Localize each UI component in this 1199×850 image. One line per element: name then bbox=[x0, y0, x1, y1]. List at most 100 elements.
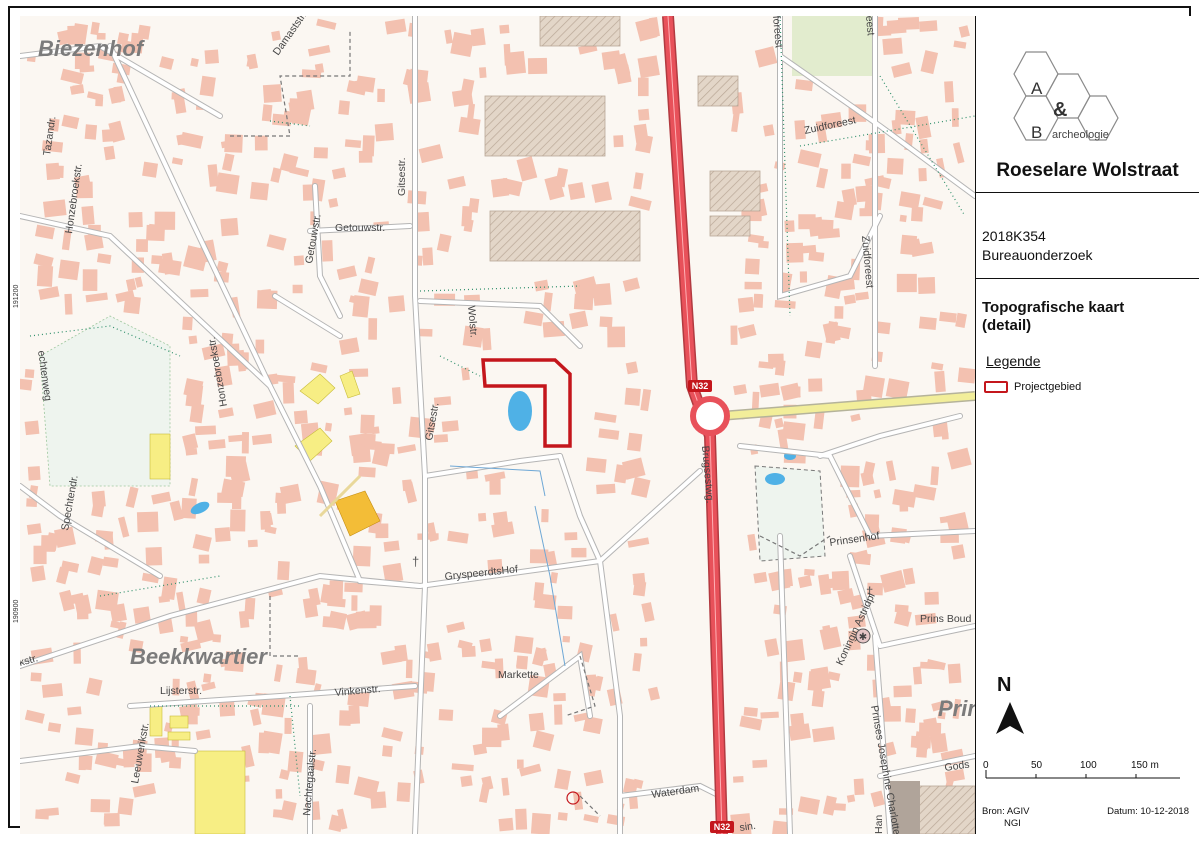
building bbox=[592, 283, 612, 306]
building bbox=[339, 337, 360, 355]
building bbox=[24, 709, 45, 724]
building bbox=[78, 755, 86, 771]
building bbox=[478, 67, 487, 79]
building bbox=[264, 525, 277, 535]
building bbox=[624, 387, 641, 406]
building bbox=[214, 527, 231, 543]
building bbox=[544, 175, 565, 201]
map-title-line2: (detail) bbox=[982, 317, 1032, 334]
building bbox=[418, 144, 444, 164]
building bbox=[549, 572, 559, 584]
building bbox=[47, 722, 62, 733]
building bbox=[733, 384, 747, 396]
building bbox=[231, 494, 242, 510]
building bbox=[542, 292, 553, 312]
coordinate-ticks: 61800 62100 62400 191200 190900 bbox=[13, 285, 20, 623]
building bbox=[115, 606, 125, 619]
street-label-foreest-2: eest bbox=[863, 16, 877, 36]
building bbox=[918, 167, 927, 182]
building bbox=[892, 489, 917, 508]
building bbox=[307, 44, 331, 57]
topographic-map[interactable]: ✱ † † Biezenhof Beekkwartier Prin Damast… bbox=[20, 16, 976, 834]
legend-item-label: Projectgebied bbox=[1014, 381, 1082, 393]
panel-divider-1 bbox=[976, 192, 1199, 193]
building bbox=[516, 156, 538, 182]
building bbox=[633, 172, 644, 190]
building bbox=[33, 253, 54, 269]
building bbox=[193, 619, 216, 644]
building bbox=[76, 181, 93, 199]
building bbox=[451, 763, 474, 772]
building bbox=[351, 595, 358, 611]
building bbox=[917, 277, 936, 294]
map-symbols: ✱ † † bbox=[412, 554, 873, 805]
project-title: Roeselare Wolstraat bbox=[996, 160, 1179, 181]
building bbox=[41, 683, 63, 698]
building bbox=[344, 582, 363, 593]
street-label-foreest-1: foreest bbox=[770, 16, 785, 48]
street-label-tazandr: Tazandr. bbox=[41, 115, 58, 156]
building bbox=[283, 110, 305, 124]
building bbox=[128, 639, 144, 654]
main-road-n32[interactable] bbox=[662, 16, 730, 834]
building bbox=[284, 717, 292, 734]
building bbox=[48, 118, 60, 132]
building bbox=[250, 708, 262, 726]
building bbox=[292, 284, 303, 294]
building bbox=[638, 77, 649, 97]
building bbox=[24, 420, 40, 436]
building bbox=[261, 512, 274, 527]
building bbox=[338, 100, 350, 116]
building bbox=[396, 782, 411, 803]
building bbox=[885, 378, 910, 400]
building bbox=[501, 777, 510, 796]
building bbox=[760, 711, 779, 719]
building bbox=[57, 29, 75, 46]
building bbox=[190, 57, 199, 67]
building bbox=[463, 218, 474, 233]
building bbox=[90, 799, 111, 813]
street-label-zuidforeest-2: Zuidforeest bbox=[859, 235, 876, 288]
building bbox=[914, 612, 937, 626]
building bbox=[798, 214, 816, 230]
building bbox=[370, 791, 387, 809]
building bbox=[186, 680, 200, 701]
street-label-getouwstr-1: Getouwstr. bbox=[335, 222, 385, 234]
building bbox=[880, 706, 901, 722]
building bbox=[84, 124, 98, 140]
building bbox=[885, 460, 897, 481]
building bbox=[609, 613, 620, 632]
building bbox=[870, 790, 886, 808]
place-biezenhof: Biezenhof bbox=[38, 36, 146, 61]
building bbox=[944, 81, 954, 103]
building bbox=[631, 476, 651, 498]
building bbox=[862, 375, 885, 398]
building bbox=[744, 281, 762, 290]
building bbox=[313, 147, 328, 159]
project-area-outline[interactable] bbox=[481, 358, 572, 448]
building bbox=[553, 692, 566, 702]
building bbox=[804, 340, 823, 359]
building bbox=[919, 138, 929, 154]
building bbox=[447, 175, 466, 190]
building bbox=[477, 512, 487, 522]
building bbox=[939, 311, 957, 323]
coord-y-191200: 191200 bbox=[13, 285, 20, 308]
building bbox=[228, 434, 246, 443]
building bbox=[20, 378, 33, 391]
building bbox=[920, 661, 943, 670]
building bbox=[953, 40, 967, 49]
building bbox=[207, 164, 219, 187]
building bbox=[794, 79, 814, 92]
building bbox=[251, 433, 273, 446]
street-label-sin: sin. bbox=[739, 820, 757, 834]
building bbox=[133, 606, 151, 624]
building bbox=[64, 293, 73, 315]
building bbox=[383, 540, 400, 552]
building bbox=[601, 50, 622, 71]
legend-heading: Legende bbox=[986, 353, 1041, 369]
building bbox=[403, 481, 417, 504]
building bbox=[957, 367, 975, 384]
n32-shield-north-label: N32 bbox=[692, 381, 709, 391]
building bbox=[96, 32, 106, 40]
